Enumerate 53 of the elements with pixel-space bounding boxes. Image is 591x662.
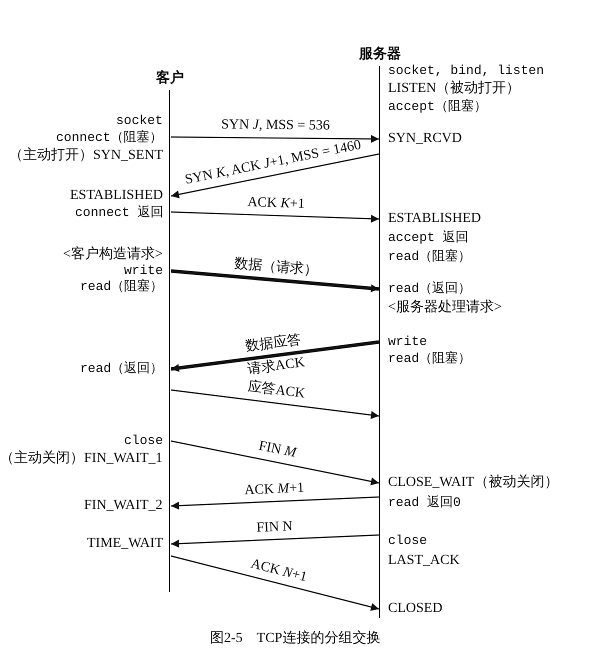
edge-label: FIN M [256, 438, 298, 463]
lifeline-note: write [124, 262, 164, 279]
edge-label: 数据（请求） [233, 255, 319, 281]
edge-label: SYN K, ACK J+1, MSS = 1460 [183, 136, 362, 190]
lifeline-note: TIME_WAIT [87, 535, 164, 553]
lifeline-note: <客户构造请求> [63, 246, 163, 264]
edge-label: ACK K+1 [246, 194, 304, 214]
lifeline-note: CLOSE_WAIT（被动关闭） [388, 474, 558, 492]
edge-label: ACK M+1 [244, 479, 304, 500]
edge-label: FIN N [256, 518, 294, 538]
arrow [170, 153, 380, 198]
lifeline-note: read（返回） [388, 280, 472, 298]
arrow [170, 440, 380, 486]
lifeline-note: LAST_ACK [388, 552, 460, 570]
lifeline-note: read（阻塞） [388, 248, 472, 266]
arrow [170, 389, 380, 419]
arrow [171, 134, 379, 143]
lifeline-note: read（返回） [80, 360, 164, 378]
arrow [170, 269, 380, 292]
edge-label: ACK N+1 [248, 555, 308, 587]
lifeline-note: connect（阻塞） [56, 129, 163, 147]
lifeline-note: connect 返回 [75, 204, 164, 222]
lifeline-note: close [124, 432, 164, 450]
edge-label: 数据应答 [244, 331, 302, 356]
lifeline-note: FIN_WAIT_2 [84, 497, 163, 515]
message-note: 请求ACK [246, 354, 306, 380]
lifeline-heading: 客户 [155, 70, 185, 88]
lifeline-note: accept 返回 [388, 229, 469, 247]
lifeline-note: （主动关闭）FIN_WAIT_1 [0, 450, 163, 468]
lifeline-note: （主动打开）SYN_SENT [9, 147, 164, 165]
arrow [170, 340, 380, 372]
lifeline-note: LISTEN（被动打开） [388, 80, 520, 98]
caption: 图2-5 TCP连接的分组交换 [210, 630, 380, 648]
lifeline-heading: 服务器 [358, 46, 402, 64]
arrow [170, 211, 380, 223]
lifeline-note: read 返回0 [388, 494, 461, 512]
lifeline-note: write [388, 333, 428, 351]
lifeline-note: accept（阻塞） [388, 98, 487, 116]
arrow [170, 534, 380, 548]
edge-label: SYN J, MSS = 536 [220, 116, 330, 136]
lifeline-note: <服务器处理请求> [388, 299, 502, 317]
lifeline-note: close [388, 532, 428, 550]
arrow [170, 496, 380, 510]
edge-label: 应答ACK [246, 378, 306, 404]
arrow [170, 555, 380, 611]
lifeline-note: ESTABLISHED [70, 187, 163, 205]
lifeline-note: read（阻塞） [80, 278, 164, 296]
lifeline-note: CLOSED [388, 600, 442, 618]
lifeline-note: SYN_RCVD [388, 130, 462, 148]
lifeline-note: read（阻塞） [388, 350, 472, 368]
lifeline-note: ESTABLISHED [388, 210, 481, 228]
lifeline-note: socket [116, 112, 163, 130]
lifeline-note: socket, bind, listen [388, 62, 544, 80]
